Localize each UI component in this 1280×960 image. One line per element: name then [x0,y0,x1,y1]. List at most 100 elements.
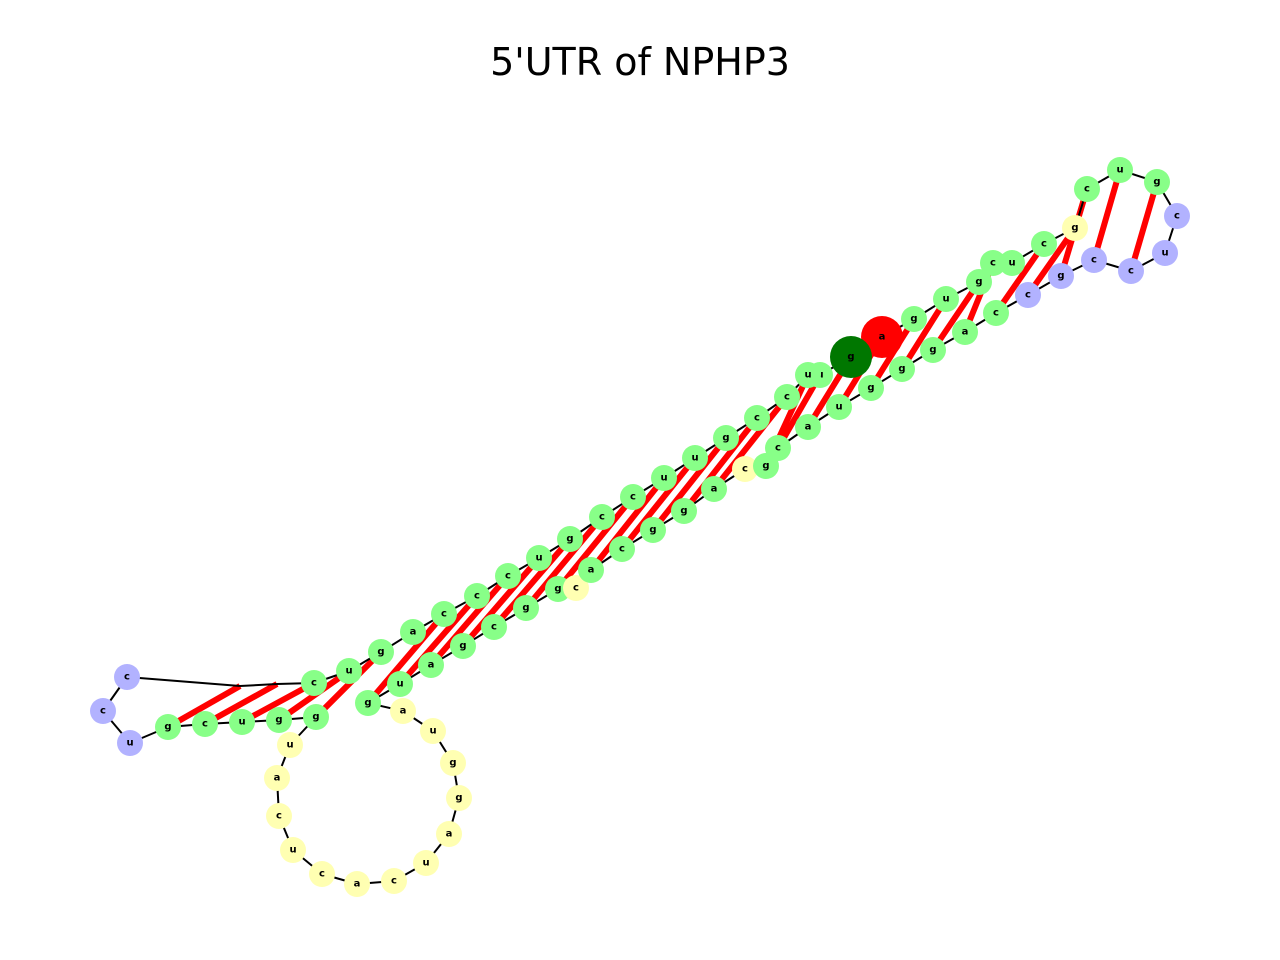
nucleotide-circle [413,850,439,876]
nucleotide-stem: g [640,517,666,543]
nucleotide-letter: g [649,525,656,536]
highlight-marker-green [830,336,872,378]
nucleotide-stem: c [192,711,218,737]
nucleotide-letter: g [722,433,729,444]
nucleotide-unpaired: u [280,837,306,863]
nucleotide-letter: a [805,422,812,433]
nucleotide-circle [309,861,335,887]
nucleotide-stem: u [1107,157,1133,183]
nucleotide-circle [526,545,552,571]
nucleotide-unpaired: u [413,850,439,876]
nucleotide-circle [344,871,370,897]
nucleotide-letter: c [775,443,781,454]
nucleotide-circle [355,690,381,716]
nucleotide-circle [301,670,327,696]
nucleotide-circle [446,785,472,811]
base-pair-bond [313,649,384,720]
nucleotide-letter: u [396,679,403,690]
nucleotide-hairpin-loop: c [1118,258,1144,284]
nucleotide-hairpin-loop: u [1152,240,1178,266]
nucleotide-letter: c [784,392,790,403]
nucleotide-stem: g [889,356,915,382]
nucleotide-letter: u [660,473,667,484]
nucleotide-circle [765,435,791,461]
nucleotide-circle [620,484,646,510]
nucleotide-circle [192,711,218,737]
nucleotide-letter: a [428,660,435,671]
nucleotide-stem: u [387,671,413,697]
nucleotide-letter: c [573,583,579,594]
nucleotide-unpaired: c [309,861,335,887]
nucleotide-letter: c [742,464,748,475]
nucleotide-circle [381,868,407,894]
nucleotide-circle [513,595,539,621]
nucleotide-circle [1015,282,1041,308]
nucleotide-letter: u [289,845,296,856]
base-pair-bond [203,681,279,727]
nucleotide-letter: c [1174,211,1180,222]
nucleotide-stem: c [431,601,457,627]
nucleotide-stem: u [999,250,1025,276]
nucleotide-circle [495,563,521,589]
nucleotide-unpaired: g [440,750,466,776]
nucleotide-letter: g [275,715,282,726]
nucleotide-circle [901,306,927,332]
base-pair-bond [397,594,480,686]
nucleotide-circle [420,718,446,744]
nucleotide-circle [640,517,666,543]
nucleotide-stem: c [301,670,327,696]
nucleotide-unpaired: c [381,868,407,894]
nucleotide-circle [390,698,416,724]
nucleotide-letter: u [429,726,436,737]
base-pair-bond [555,495,636,591]
nucleotide-circle [431,601,457,627]
nucleotide-stem: g [513,595,539,621]
nucleotide-circle [889,356,915,382]
nucleotide-circle [266,803,292,829]
nucleotide-letter: c [441,609,447,620]
nucleotide-letter: u [804,370,811,381]
nucleotide-circle [280,837,306,863]
nucleotide-circle [368,639,394,665]
nucleotide-unpaired: a [390,698,416,724]
nucleotide-circle [1144,169,1170,195]
nucleotide-letter: g [364,698,371,709]
nucleotide-circle [264,765,290,791]
nucleotide-stem: a [418,652,444,678]
nucleotide-circle [1107,157,1133,183]
nucleotide-stem: c [589,504,615,530]
nucleotide-letter: g [449,758,456,769]
nucleotide-circle [400,619,426,645]
nucleotide-circle [589,504,615,530]
nucleotide-stem: g [858,375,884,401]
nucleotide-stem: g [303,704,329,730]
nucleotide-stem: c [765,435,791,461]
base-pair-bond [681,416,760,513]
nucleotide-circle [1118,258,1144,284]
nucleotide-letter: u [942,294,949,305]
nucleotide-letter: c [319,869,325,880]
nucleotide-hairpin-loop: c [1081,247,1107,273]
nucleotide-circle [609,536,635,562]
nucleotide-letter: c [474,591,480,602]
nucleotide-letter: c [619,544,625,555]
nucleotide-letter: g [566,534,573,545]
base-pair-bond [491,537,573,629]
nucleotide-circle [336,658,362,684]
nucleotide-hairpin-loop: c [114,664,140,690]
nucleotide-unpaired: g [446,785,472,811]
nucleotide-stem: c [980,250,1006,276]
nucleotide-circle [450,633,476,659]
nucleotide-letter: u [835,402,842,413]
nucleotide-letter: a [711,484,718,495]
nucleotide-letter: u [345,666,352,677]
nucleotide-letter: c [391,876,397,887]
nucleotide-circle [1152,240,1178,266]
nucleotide-letter: c [993,308,999,319]
nucleotide-letter: c [1091,255,1097,266]
nucleotide-circle [464,583,490,609]
nucleotide-circle [713,425,739,451]
nucleotide-letter: a [274,773,281,784]
nucleotide-stem: u [795,362,821,388]
nucleotide-letter: u [286,740,293,751]
